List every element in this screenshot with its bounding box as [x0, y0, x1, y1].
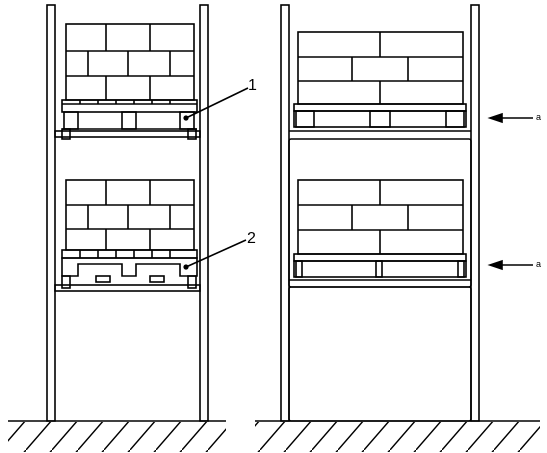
floor-hatch-right — [255, 422, 540, 452]
left-lower-beam — [54, 284, 201, 292]
arrow-label-lower: a — [536, 259, 541, 269]
right-upper-panel — [288, 138, 472, 288]
arrow-lower-head — [487, 259, 503, 271]
left-upper-pallet — [61, 99, 198, 140]
right-rack — [280, 4, 533, 422]
callout-leader-1 — [185, 87, 249, 119]
right-lower-load — [297, 179, 464, 255]
callout-label-1: 1 — [248, 77, 257, 94]
right-upright-right — [470, 4, 480, 422]
right-lower-panel — [288, 286, 472, 422]
left-upper-load — [65, 23, 195, 101]
floor-hatch-left — [8, 422, 226, 452]
right-upper-pallet — [293, 103, 467, 128]
arrow-label-upper: a — [536, 112, 541, 122]
left-lower-pallet — [61, 249, 198, 289]
right-lower-pallet — [293, 253, 467, 278]
floor — [8, 420, 540, 452]
left-rack — [46, 4, 249, 422]
arrow-upper-head — [487, 112, 503, 124]
callout-dot-1 — [183, 115, 189, 121]
callout-dot-2 — [183, 264, 189, 270]
right-upper-load — [297, 31, 464, 105]
left-upper-beam — [54, 130, 201, 138]
callout-leader-2 — [185, 239, 247, 268]
callout-label-2: 2 — [247, 230, 256, 247]
left-upright-right — [199, 4, 209, 422]
left-lower-load — [65, 179, 195, 251]
left-upright-left — [46, 4, 56, 422]
right-upright-left — [280, 4, 290, 422]
